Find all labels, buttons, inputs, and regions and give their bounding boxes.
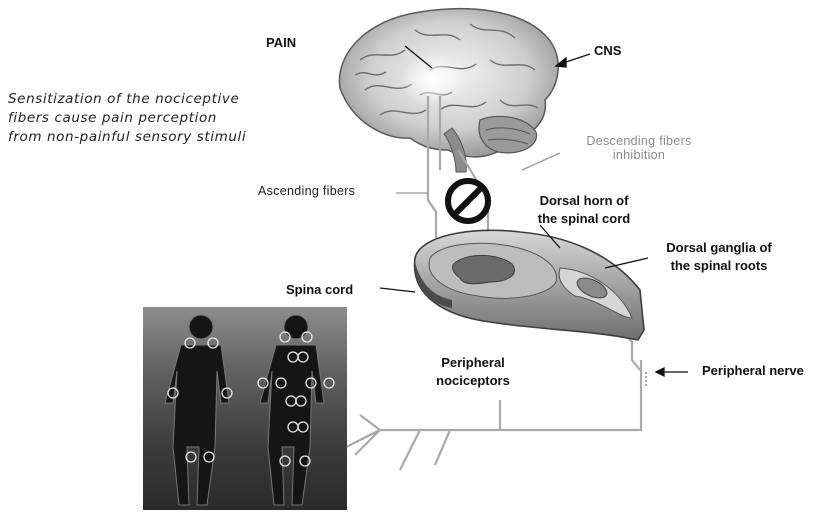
- dorsal-horn-line-2: the spinal cord: [514, 210, 654, 228]
- ascending-fibers-label: Ascending fibers: [258, 184, 355, 198]
- descending-line-2: inhibition: [554, 148, 724, 162]
- sensitization-line-3: from non-painful sensory stimuli: [8, 128, 246, 147]
- peripheral-nociceptors-label: Peripheral nociceptors: [418, 354, 528, 390]
- spinal-cord-label: Spina cord: [286, 282, 353, 297]
- sensitization-line-2: fibers cause pain perception: [8, 109, 246, 128]
- dorsal-horn-line-1: Dorsal horn of: [514, 192, 654, 210]
- spinal-cord-cross-section: [415, 230, 644, 340]
- dorsal-horn-label: Dorsal horn of the spinal cord: [514, 192, 654, 228]
- cns-label: CNS: [594, 43, 621, 58]
- sensitization-text: Sensitization of the nociceptive fibers …: [8, 90, 246, 147]
- dorsal-ganglia-line-1: Dorsal ganglia of: [644, 239, 794, 257]
- sensitization-line-1: Sensitization of the nociceptive: [8, 90, 246, 109]
- dorsal-ganglia-label: Dorsal ganglia of the spinal roots: [644, 239, 794, 275]
- peripheral-nociceptors-line-1: Peripheral: [418, 354, 528, 372]
- peripheral-nociceptors-line-2: nociceptors: [418, 372, 528, 390]
- peripheral-nociceptor-branches: [355, 400, 500, 470]
- human-body-pain-points-photo: [143, 307, 347, 510]
- dorsal-ganglia-line-2: the spinal roots: [644, 257, 794, 275]
- brain-illustration: [339, 9, 558, 172]
- pain-label: PAIN: [266, 35, 296, 50]
- pain-center-glow: [400, 54, 464, 106]
- descending-fibers-label: Descending fibers inhibition: [554, 134, 724, 162]
- prohibition-sign-icon: [448, 181, 488, 221]
- body-figures-illustration: [143, 307, 347, 510]
- descending-line-1: Descending fibers: [554, 134, 724, 148]
- peripheral-nerve-label: Peripheral nerve: [702, 363, 804, 378]
